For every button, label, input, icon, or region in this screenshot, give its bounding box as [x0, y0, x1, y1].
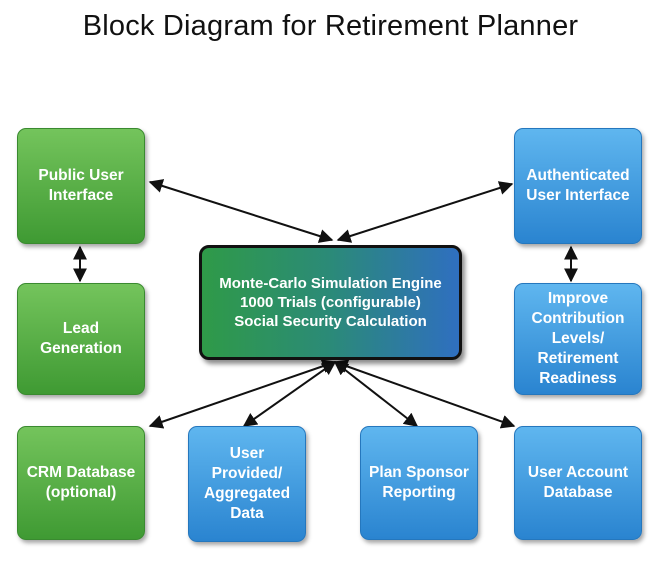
arrow-auth-ui-engine [336, 181, 514, 243]
crm-database-box: CRM Database (optional) [17, 426, 145, 540]
user-provided-data-box: User Provided/ Aggregated Data [188, 426, 306, 542]
simulation-engine-box: Monte-Carlo Simulation Engine 1000 Trial… [199, 245, 462, 360]
user-account-database-label: User Account Database [527, 464, 629, 501]
improve-contribution-label: Improve Contribution Levels/ Retirement … [531, 290, 625, 387]
public-user-interface-box: Public User Interface [17, 128, 145, 244]
lead-generation-label: Lead Generation [40, 320, 122, 357]
arrow-engine-accountdb [333, 359, 516, 429]
lead-generation-box: Lead Generation [17, 283, 145, 395]
diagram-title: Block Diagram for Retirement Planner [82, 10, 579, 42]
authenticated-user-interface-label: Authenticated User Interface [526, 167, 630, 204]
user-provided-data-label: User Provided/ Aggregated Data [203, 445, 291, 522]
authenticated-user-interface-box: Authenticated User Interface [514, 128, 642, 244]
simulation-engine-label: Monte-Carlo Simulation Engine 1000 Trial… [219, 275, 442, 330]
improve-contribution-box: Improve Contribution Levels/ Retirement … [514, 283, 642, 395]
public-user-interface-label: Public User Interface [38, 167, 124, 204]
user-account-database-box: User Account Database [514, 426, 642, 540]
arrow-engine-sponsor [333, 361, 419, 427]
plan-sponsor-reporting-box: Plan Sponsor Reporting [360, 426, 478, 540]
crm-database-label: CRM Database (optional) [26, 464, 136, 501]
arrow-engine-userdata [242, 361, 337, 427]
plan-sponsor-reporting-label: Plan Sponsor Reporting [369, 464, 469, 501]
arrow-public-ui-engine [148, 179, 334, 243]
arrow-engine-crm [148, 359, 337, 429]
